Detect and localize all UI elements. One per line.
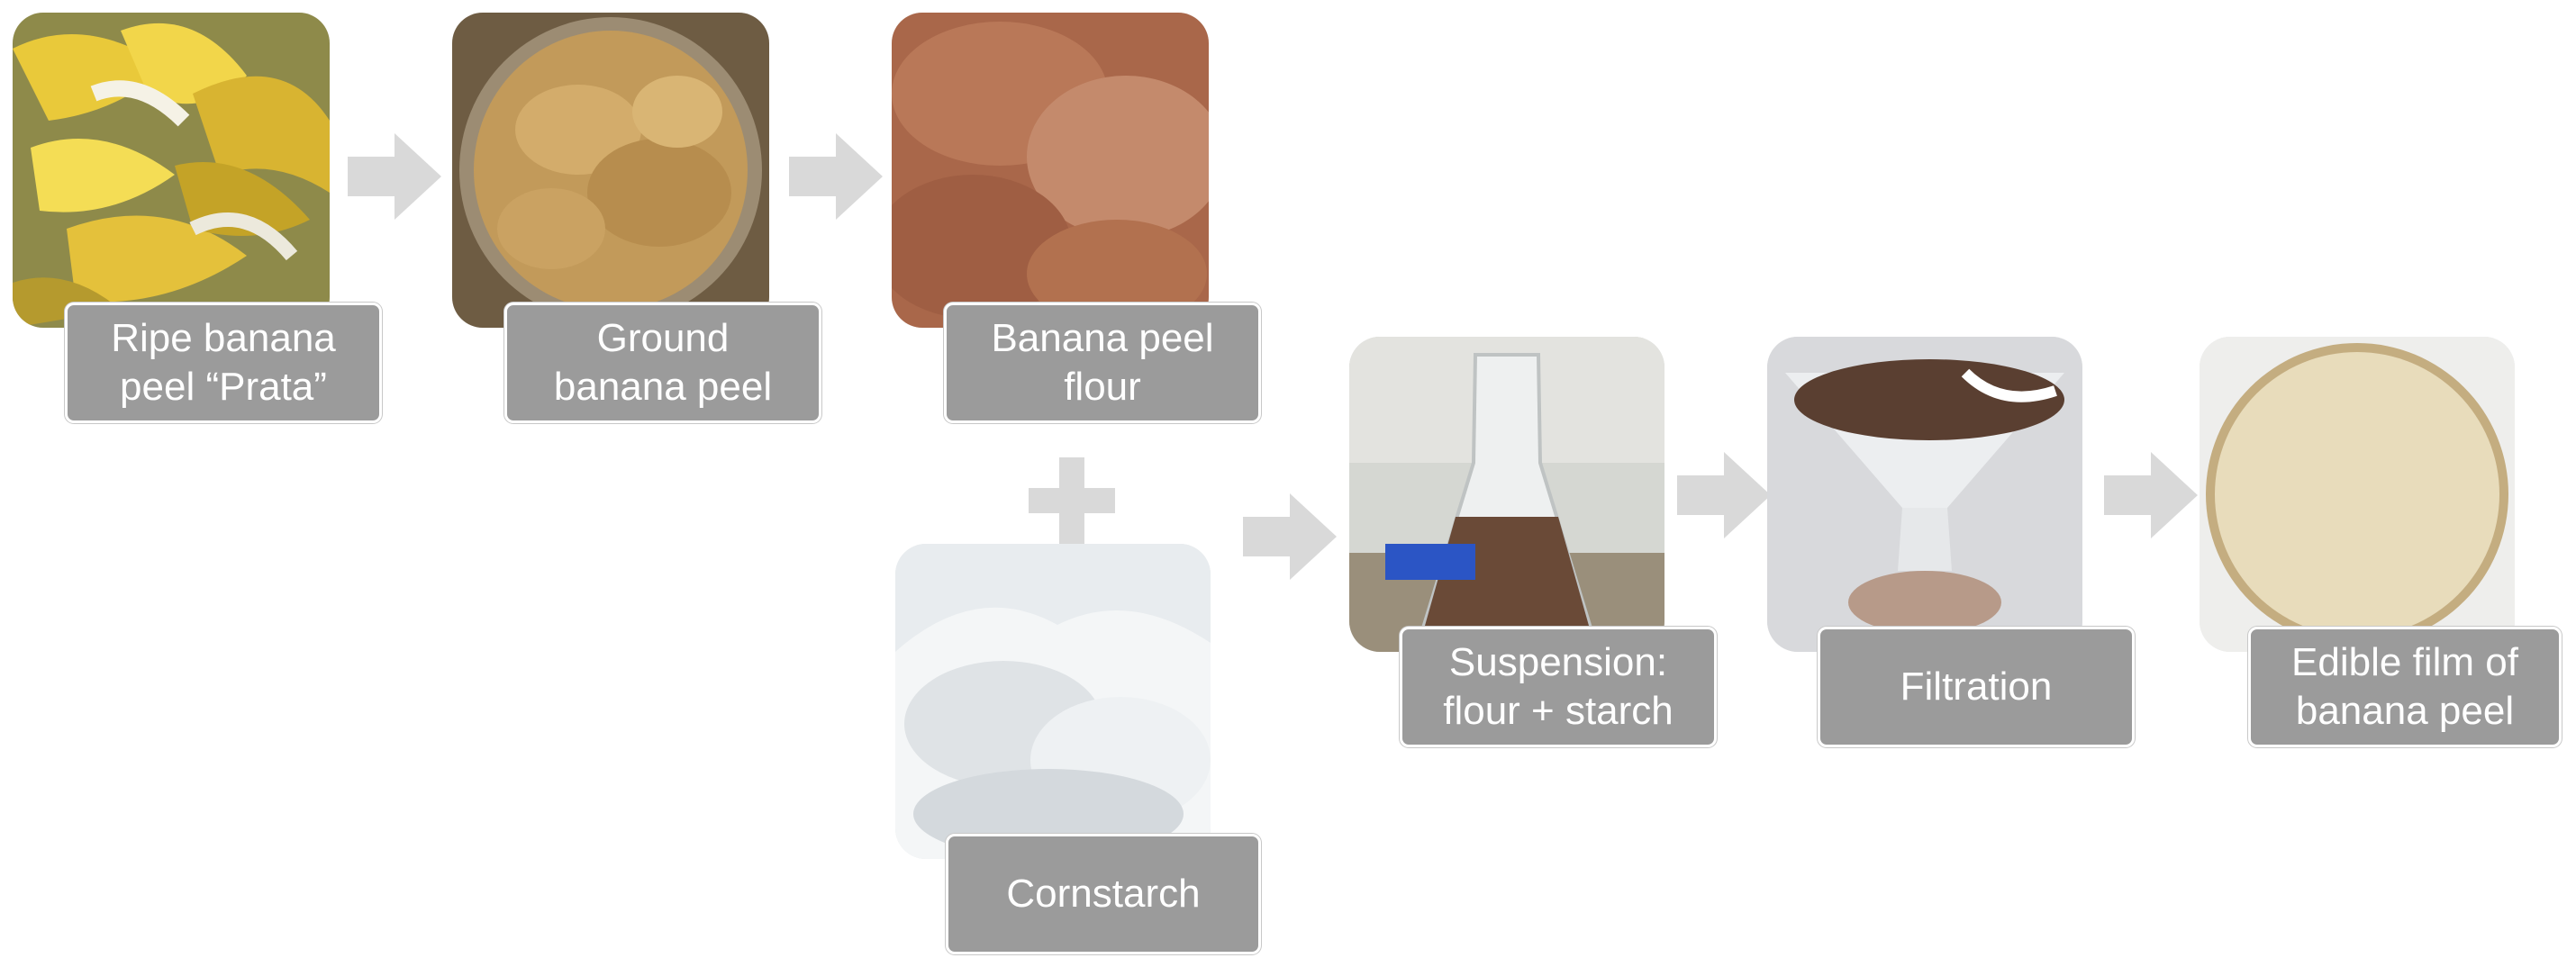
- banana-peel-flour-label-line2: flour: [1064, 365, 1141, 409]
- right-arrow-icon: [2104, 452, 2198, 538]
- ground-banana-peel-label-line2: banana peel: [553, 365, 773, 409]
- edible-film-photo: [2200, 337, 2515, 652]
- suspension-photo: [1349, 337, 1664, 652]
- filtration-label-line1: Filtration: [1900, 664, 2053, 709]
- banana-peel-flour-photo: [892, 13, 1209, 328]
- right-arrow-icon: [1243, 493, 1337, 580]
- suspension-label-line2: flour + starch: [1443, 689, 1673, 733]
- cornstarch-photo: [895, 544, 1211, 859]
- filtration-label: Filtration: [1818, 627, 2135, 747]
- ripe-banana-peel-label: Ripe banana peel “Prata”: [65, 303, 382, 423]
- edible-film-label-line2: banana peel: [2295, 689, 2515, 733]
- cornstarch-label: Cornstarch: [946, 834, 1261, 954]
- banana-peel-flour-label-line1: Banana peel: [991, 316, 1214, 360]
- ripe-banana-peel-photo: [13, 13, 330, 328]
- cornstarch-label-line1: Cornstarch: [1006, 872, 1201, 916]
- filtration-photo: [1767, 337, 2082, 652]
- suspension-label: Suspension: flour + starch: [1400, 627, 1717, 747]
- right-arrow-icon: [348, 133, 441, 220]
- edible-film-label: Edible film of banana peel: [2248, 627, 2562, 747]
- ground-banana-peel-photo: [452, 13, 769, 328]
- plus-icon: [1029, 457, 1115, 544]
- ground-banana-peel-label: Ground banana peel: [504, 303, 821, 423]
- suspension-label-line1: Suspension:: [1448, 640, 1668, 684]
- right-arrow-icon: [1677, 452, 1771, 538]
- banana-peel-flour-label: Banana peel flour: [944, 303, 1261, 423]
- edible-film-label-line1: Edible film of: [2291, 640, 2518, 684]
- right-arrow-icon: [789, 133, 883, 220]
- ground-banana-peel-label-line1: Ground: [596, 316, 730, 360]
- ripe-banana-peel-label-line1: Ripe banana: [111, 316, 336, 360]
- ripe-banana-peel-label-line2: peel “Prata”: [120, 365, 327, 409]
